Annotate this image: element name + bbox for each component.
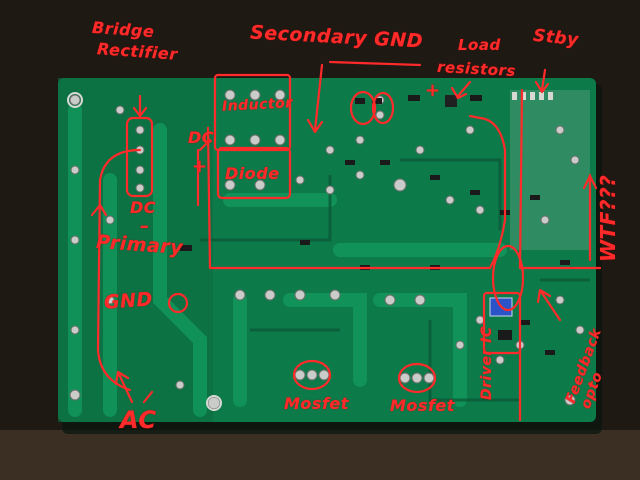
label-gnd: GND	[103, 288, 154, 314]
label-dc-top: DC	[188, 128, 215, 147]
label-mosfet-left: Mosfet	[284, 394, 349, 413]
secondary-gnd-outline	[206, 114, 507, 270]
label-ac: AC	[120, 406, 157, 434]
label-mosfet-right: Mosfet	[390, 396, 455, 415]
primary-gnd-outline	[96, 148, 142, 392]
label-wtf: WTF???	[596, 174, 620, 262]
label-dc-left: DC	[130, 198, 157, 217]
primary-gnd-circle	[167, 292, 189, 314]
label-load: Load	[458, 36, 501, 54]
label-driver-ic: Driver IC	[479, 326, 495, 400]
inductor-outline	[213, 73, 292, 152]
driver-ic-outline	[482, 291, 522, 355]
secondary-gnd-pad-circle	[349, 90, 377, 126]
mounting-hole	[206, 395, 222, 411]
label-stby: Stby	[532, 25, 580, 51]
mounting-hole	[67, 92, 83, 108]
label-plus-secondary: +	[425, 80, 441, 101]
label-inductor: Inductor	[221, 95, 294, 115]
mosfet-left-circle	[292, 359, 332, 391]
label-dc-plus: +	[192, 156, 208, 177]
label-resistors: resistors	[436, 57, 517, 81]
label-dc-minus: –	[140, 216, 150, 237]
label-bridge: Bridge	[91, 17, 155, 42]
label-diode: Diode	[225, 164, 280, 183]
opto-outline	[491, 244, 525, 312]
diode-outline	[216, 146, 292, 200]
mosfet-right-circle	[397, 362, 437, 394]
secondary-gnd-pad-circle	[371, 91, 395, 125]
bridge-rectifier-outline	[125, 116, 154, 198]
